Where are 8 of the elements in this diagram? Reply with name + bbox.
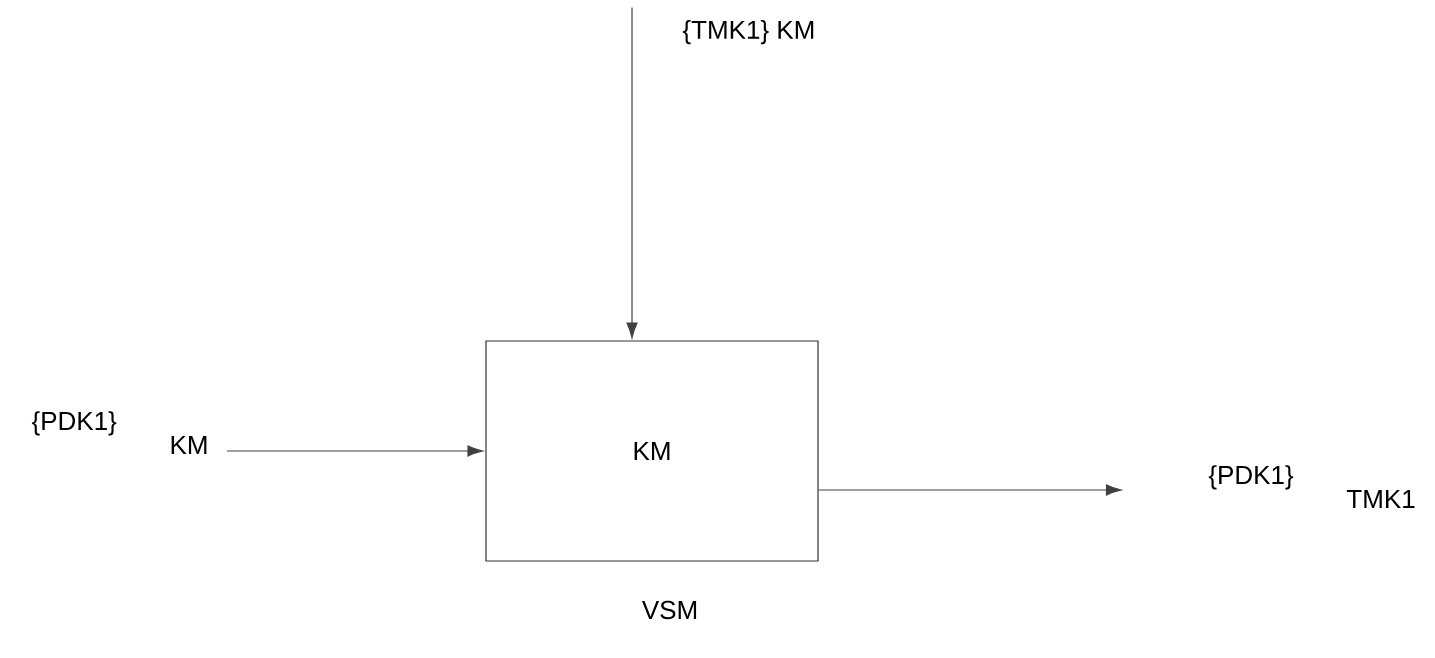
- arrow: [626, 6, 638, 339]
- arrow: [226, 445, 484, 457]
- arrow: [818, 484, 1122, 496]
- edge-label: {TMK1} KM: [682, 19, 814, 45]
- signal-label: {PDK1} TMK1: [1208, 465, 1415, 508]
- box-caption: VSM: [641, 600, 697, 620]
- signal-label: {PDK1} KM: [31, 411, 207, 454]
- process-box: KM: [485, 340, 819, 562]
